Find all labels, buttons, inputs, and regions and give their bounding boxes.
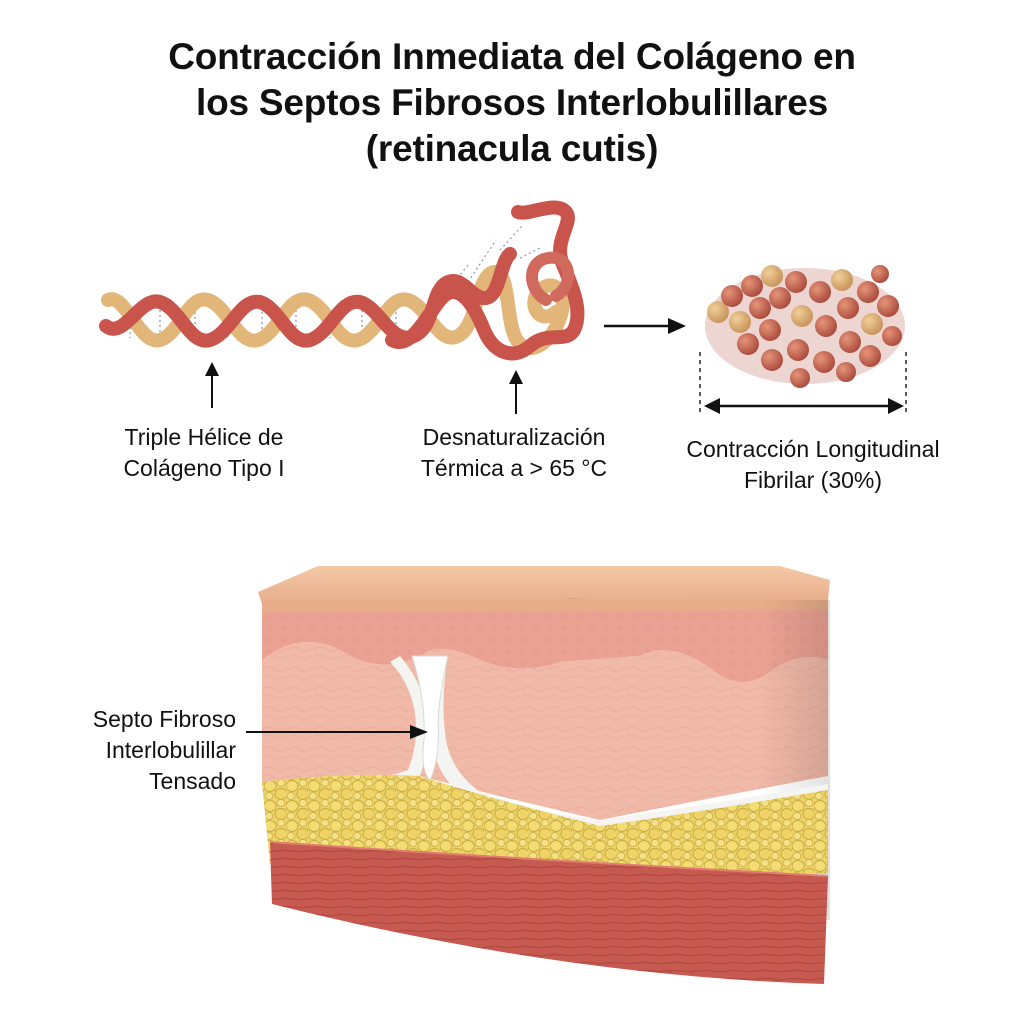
contraction-label: Contracción Longitudinal Fibrilar (30%) (654, 434, 972, 496)
denaturation-label-line-1: Desnaturalización (422, 424, 606, 450)
helix-label: Triple Hélice de Colágeno Tipo I (84, 422, 324, 484)
helix-label-line-1: Triple Hélice de (124, 424, 284, 450)
septum-left (330, 656, 429, 786)
skin-block (258, 566, 830, 984)
denaturation-label-line-2: Térmica a > 65 °C (420, 455, 608, 481)
septum-label-line-3: Tensado (149, 768, 236, 794)
title-line-3: (retinacula cutis) (365, 128, 659, 169)
contracted-fibril (705, 265, 905, 388)
title-line-2: los Septos Fibrosos Interlobulillares (195, 82, 828, 123)
triple-helix (99, 200, 585, 361)
title-line-1: Contracción Inmediata del Colágeno en (168, 36, 856, 77)
septum-label: Septo Fibroso Interlobulillar Tensado (20, 704, 236, 797)
helix-pointer-arrows (205, 362, 523, 414)
helix-label-line-2: Colágeno Tipo I (123, 455, 285, 481)
septum-label-line-1: Septo Fibroso (92, 706, 236, 732)
contraction-label-line-1: Contracción Longitudinal (686, 436, 940, 462)
diagram-title: Contracción Inmediata del Colágeno en lo… (0, 34, 1024, 172)
skin-surface (258, 566, 830, 604)
denaturation-label: Desnaturalización Térmica a > 65 °C (386, 422, 642, 484)
contraction-label-line-2: Fibrilar (30%) (743, 467, 883, 493)
septum-label-line-2: Interlobulillar (105, 737, 236, 763)
septum-pointer-arrow (246, 725, 428, 739)
contraction-width-indicator (699, 352, 907, 416)
process-arrow (604, 318, 686, 334)
